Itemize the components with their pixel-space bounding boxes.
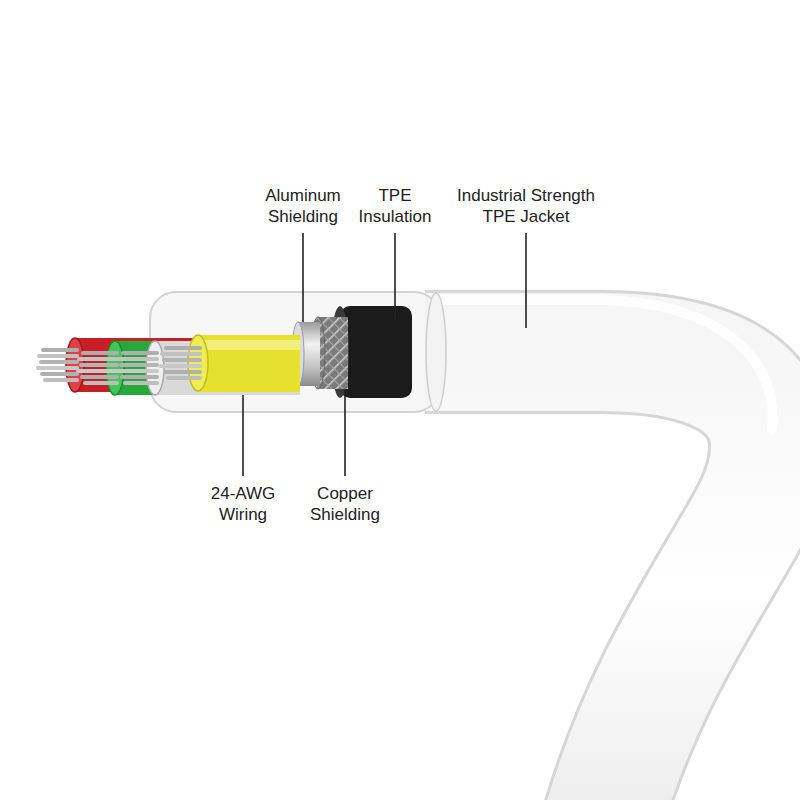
part-label: 24-AWG Wiring bbox=[203, 483, 283, 525]
part-label: TPE Insulation bbox=[352, 185, 438, 227]
leader-line bbox=[394, 233, 396, 320]
leader-line bbox=[525, 233, 527, 328]
leader-line bbox=[242, 395, 244, 476]
part-label: Industrial Strength TPE Jacket bbox=[446, 185, 606, 227]
leader-line bbox=[344, 390, 346, 476]
part-label: Copper Shielding bbox=[300, 483, 390, 525]
leader-line bbox=[302, 233, 304, 322]
part-label: Aluminum Shielding bbox=[253, 185, 353, 227]
